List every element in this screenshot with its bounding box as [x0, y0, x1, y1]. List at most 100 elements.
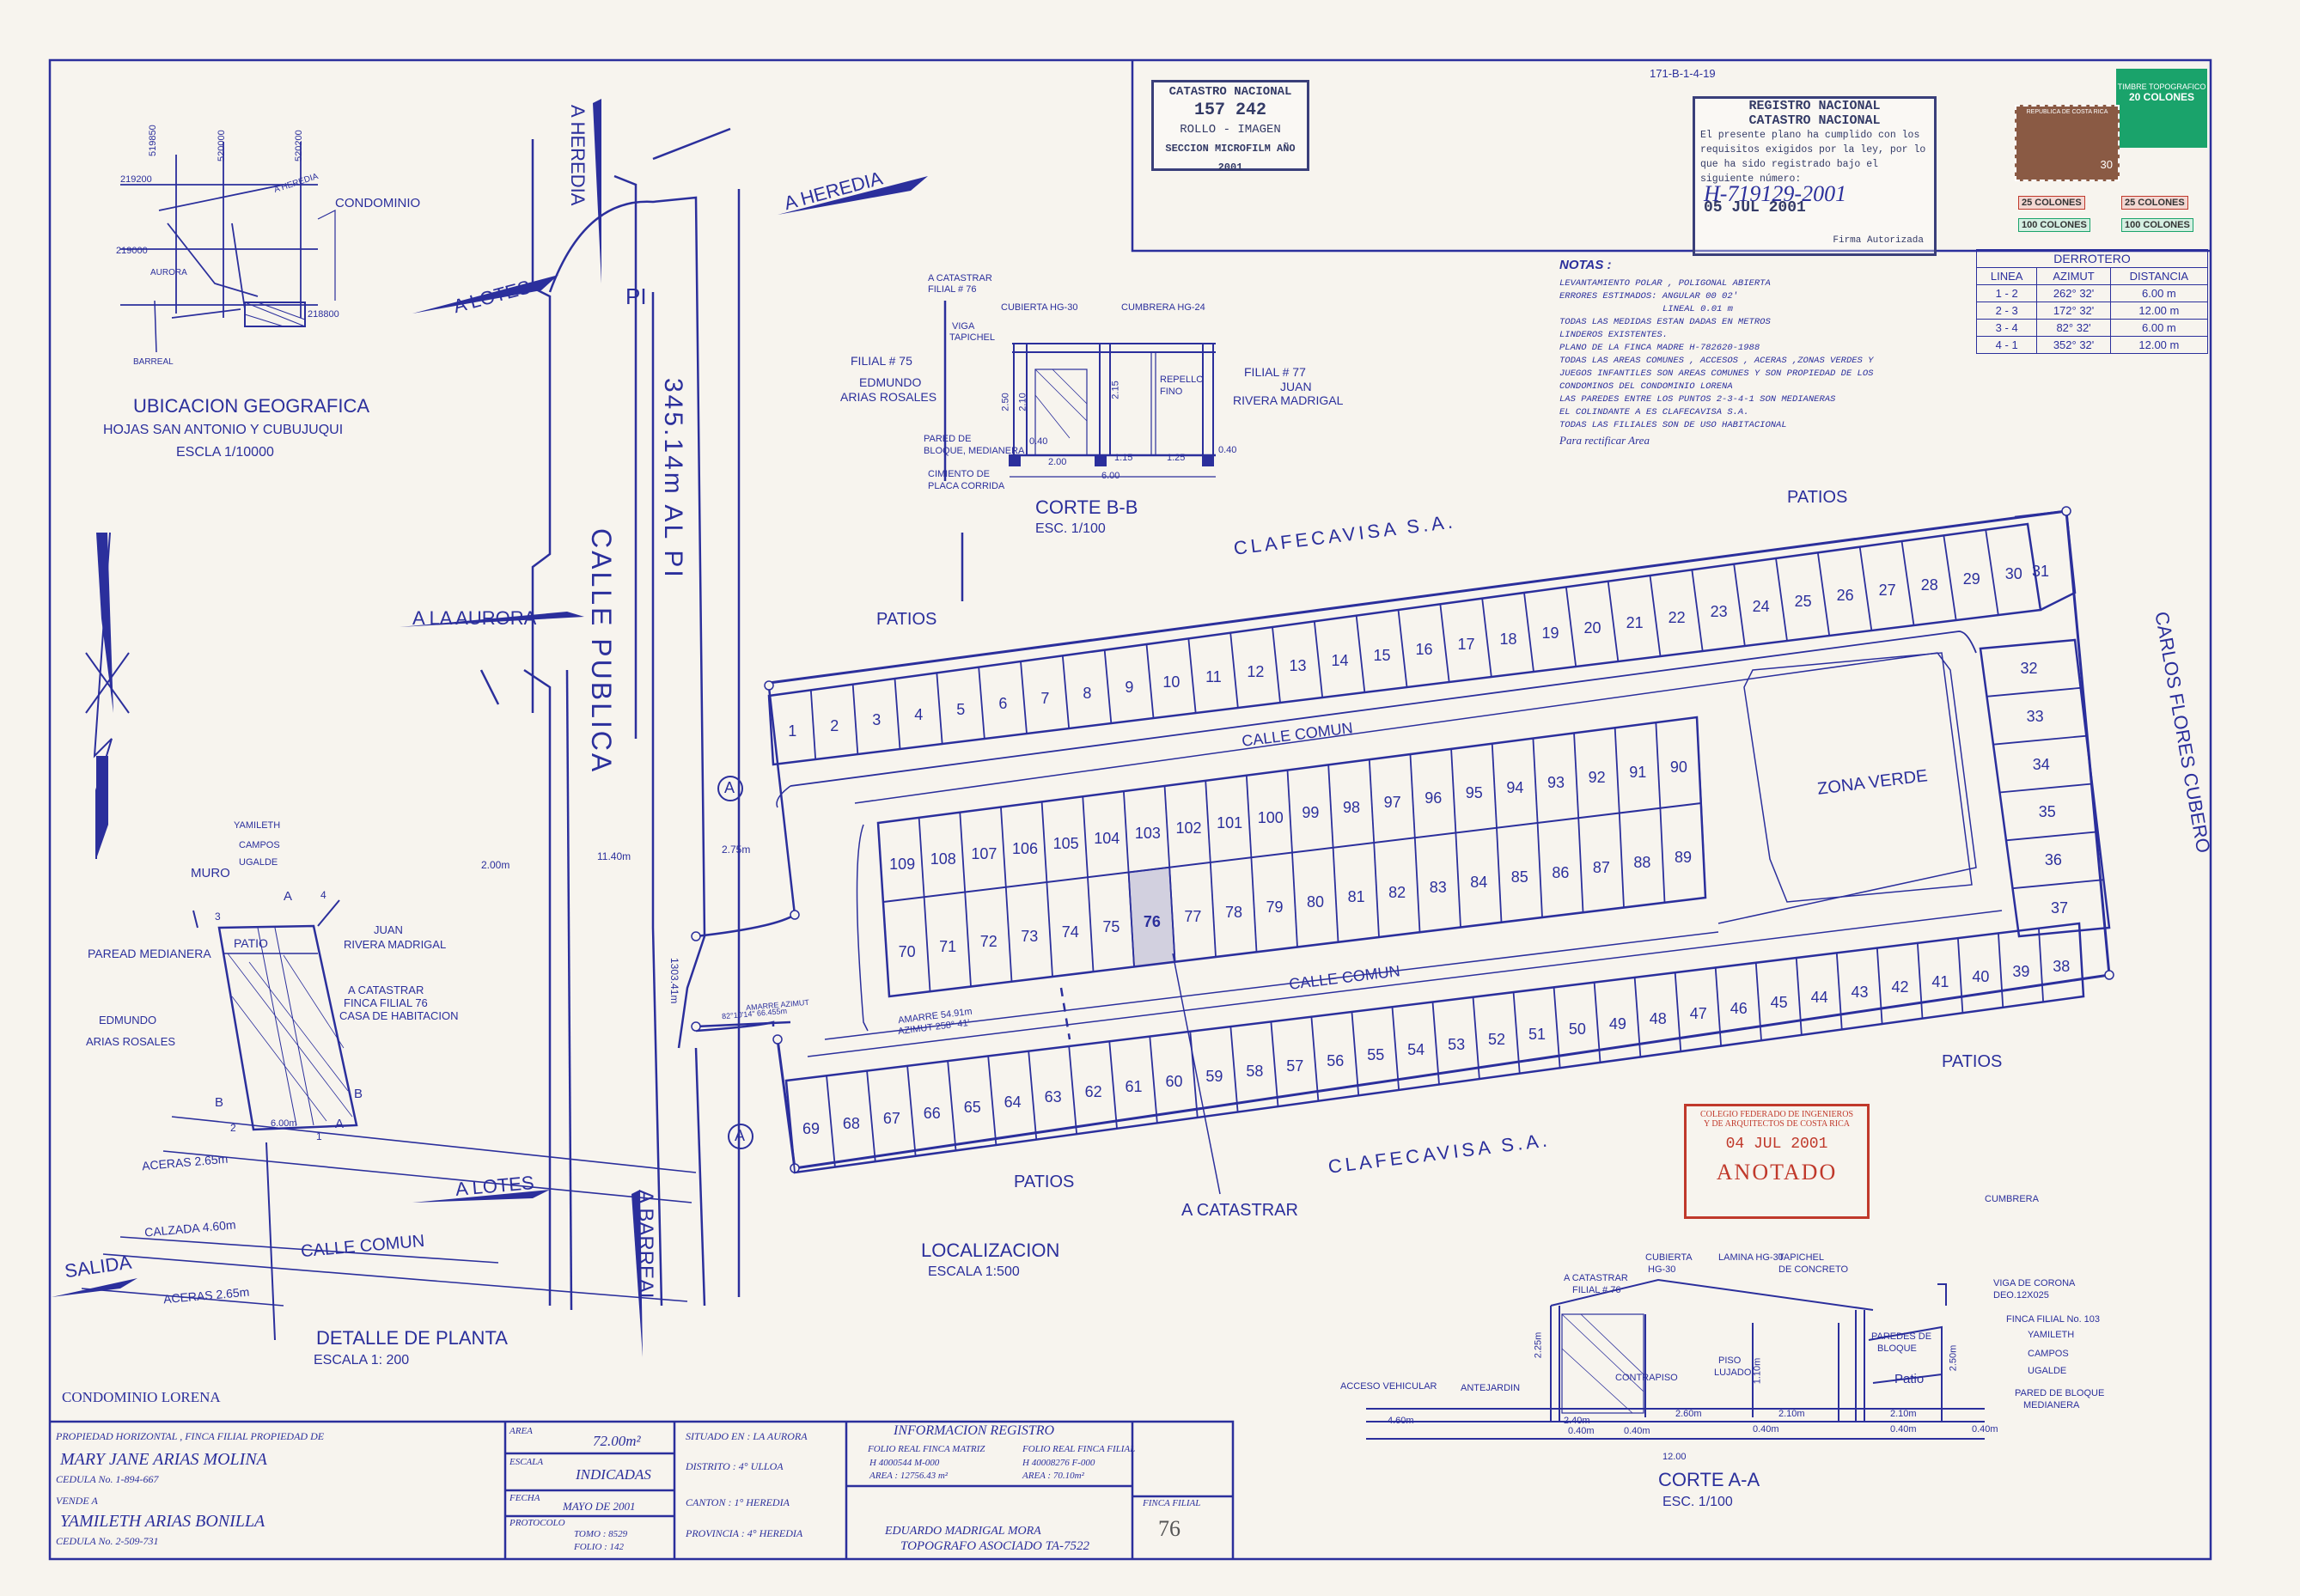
lot-divider — [1775, 557, 1788, 642]
lot-number: 45 — [1770, 994, 1788, 1012]
tb-folio: FOLIO : 142 — [574, 1542, 625, 1552]
circle-a-bottom — [728, 1124, 753, 1149]
lot-number: 109 — [889, 855, 916, 873]
tb-tomo: TOMO : 8529 — [574, 1529, 628, 1539]
cortebb-d0: 2.00 — [1048, 457, 1067, 467]
dir-pi: PI — [625, 283, 647, 309]
lot-divider — [1607, 581, 1620, 662]
corte-aa-label: LUJADO — [1714, 1368, 1752, 1378]
ubic-condominio: CONDOMINIO — [335, 196, 421, 210]
corte-aa-label: Patio — [1894, 1372, 1925, 1386]
derrotero-header-cell: AZIMUT — [2036, 267, 2111, 285]
lot-number: 36 — [2044, 851, 2062, 869]
det-edm-1: ARIAS ROSALES — [86, 1035, 176, 1048]
registro-date: 05 JUL 2001 — [1704, 199, 1806, 216]
loc-patios-1: PATIOS — [876, 610, 937, 629]
lot-divider — [1714, 967, 1723, 1046]
bottom-lot-row — [784, 922, 2085, 1174]
lot-divider — [1496, 827, 1503, 923]
lot-number: 43 — [1851, 984, 1869, 1002]
lot-number: 10 — [1162, 673, 1181, 691]
det-dim: 6.00m — [271, 1118, 297, 1129]
lot-number: 3 — [872, 711, 882, 729]
notas-title: NOTAS : — [1559, 258, 1612, 272]
det-cat-2: CASA DE HABITACION — [339, 1009, 459, 1022]
lot-divider — [964, 892, 972, 987]
lot-divider — [1943, 535, 1957, 621]
corte-aa-dim: 4.60m — [1388, 1416, 1414, 1426]
coord-520200: 520200 — [294, 130, 304, 161]
detalle-drawing — [81, 899, 697, 1341]
lot-number: 60 — [1165, 1072, 1183, 1090]
lot-divider — [1270, 1021, 1279, 1107]
cortebb-d1: 1.15 — [1114, 453, 1133, 463]
lot-number: 24 — [1752, 597, 1770, 615]
registro-firma: Firma Autorizada — [1833, 235, 1924, 246]
lot-divider — [1000, 807, 1007, 887]
cortebb-l6: REPELLO — [1160, 375, 1204, 385]
timbre-t3: 25 COLONES — [2121, 196, 2188, 210]
lot-number: 41 — [1931, 973, 1949, 991]
lot-divider — [1229, 632, 1239, 709]
lot-divider — [1835, 953, 1843, 1030]
dir-barreal: A BARREAL — [634, 1190, 657, 1305]
corte-aa-label: MEDIANERA — [2023, 1400, 2080, 1410]
lot-divider — [1455, 832, 1461, 928]
loc-patios-4: PATIOS — [1014, 1173, 1075, 1191]
lot-number: 33 — [2026, 707, 2044, 725]
det-pt3: 3 — [215, 911, 221, 923]
cortebb-d7: 2.10 — [1017, 393, 1028, 411]
lot-divider — [851, 684, 859, 755]
lot-number: 83 — [1429, 878, 1447, 896]
lot-number: 94 — [1506, 778, 1524, 796]
filial75-0: FILIAL # 75 — [851, 354, 912, 368]
lot-number: 108 — [930, 850, 956, 868]
lot-number: 73 — [1021, 928, 1039, 946]
notas-handwritten: Para rectificar Area — [1559, 434, 1650, 447]
lot-number: 59 — [1205, 1067, 1223, 1085]
dir-pi-distance: 345.14m AL PI — [659, 378, 687, 580]
timbre-brown: REPUBLICA DE COSTA RICA 30 — [2015, 105, 2120, 181]
lot-divider — [1145, 643, 1155, 719]
lot-number: 66 — [923, 1104, 941, 1122]
lot-number: 31 — [2032, 563, 2050, 580]
lot-divider — [1481, 598, 1492, 678]
det-pt1: 1 — [316, 1130, 322, 1142]
det-pt4: 4 — [320, 889, 326, 901]
lot-number: 69 — [802, 1119, 820, 1137]
lot-number: 2 — [830, 716, 839, 734]
derrotero-cell: 262° 32' — [2036, 284, 2111, 302]
loc-escala: ESCALA 1:500 — [928, 1264, 1020, 1279]
lot-number: 30 — [2004, 565, 2022, 583]
header-box — [1131, 60, 2211, 253]
derrotero-cell: 12.00 m — [2109, 302, 2209, 320]
cortebb-l10: CIMIENTO DE — [928, 469, 990, 479]
lot-number: 28 — [1920, 576, 1938, 594]
ubic-aurora: AURORA — [150, 268, 187, 277]
filial77-2: RIVERA MADRIGAL — [1233, 393, 1344, 407]
lot-number: 26 — [1836, 587, 1854, 605]
lot-divider — [1413, 838, 1421, 933]
lot-divider — [1577, 818, 1584, 913]
lot-number: 70 — [898, 942, 916, 960]
tb-owner: MARY JANE ARIAS MOLINA — [60, 1450, 267, 1469]
corte-aa-dim: 1.10m — [1752, 1357, 1763, 1385]
lot-divider — [1986, 686, 2081, 697]
notas-line: TODAS LAS MEDIDAS ESTAN DADAS EN METROS — [1559, 317, 1771, 327]
lot-number: 72 — [979, 933, 997, 951]
tb-fecha-v: MAYO DE 2001 — [563, 1500, 636, 1513]
registro-line2: CATASTRO NACIONAL — [1748, 113, 1881, 128]
lot-number: 8 — [1083, 684, 1092, 702]
lot-divider — [1696, 716, 1702, 804]
lot-number: 25 — [1794, 592, 1812, 610]
cortebb-d2: 1.25 — [1167, 453, 1186, 463]
notas-line: ERRORES ESTIMADOS: ANGULAR 00 02' — [1559, 291, 1738, 302]
corte-aa-label: YAMILETH — [2028, 1330, 2075, 1340]
lot-number: 38 — [2053, 957, 2071, 975]
lot-divider — [1536, 822, 1543, 918]
lot-divider — [826, 1075, 836, 1167]
lot-number: 87 — [1592, 858, 1610, 876]
lot-divider — [1999, 783, 2093, 794]
corte-aa-label: PAREDES DE — [1871, 1331, 1932, 1342]
corte-aa-label: TAPICHEL — [1778, 1252, 1824, 1263]
